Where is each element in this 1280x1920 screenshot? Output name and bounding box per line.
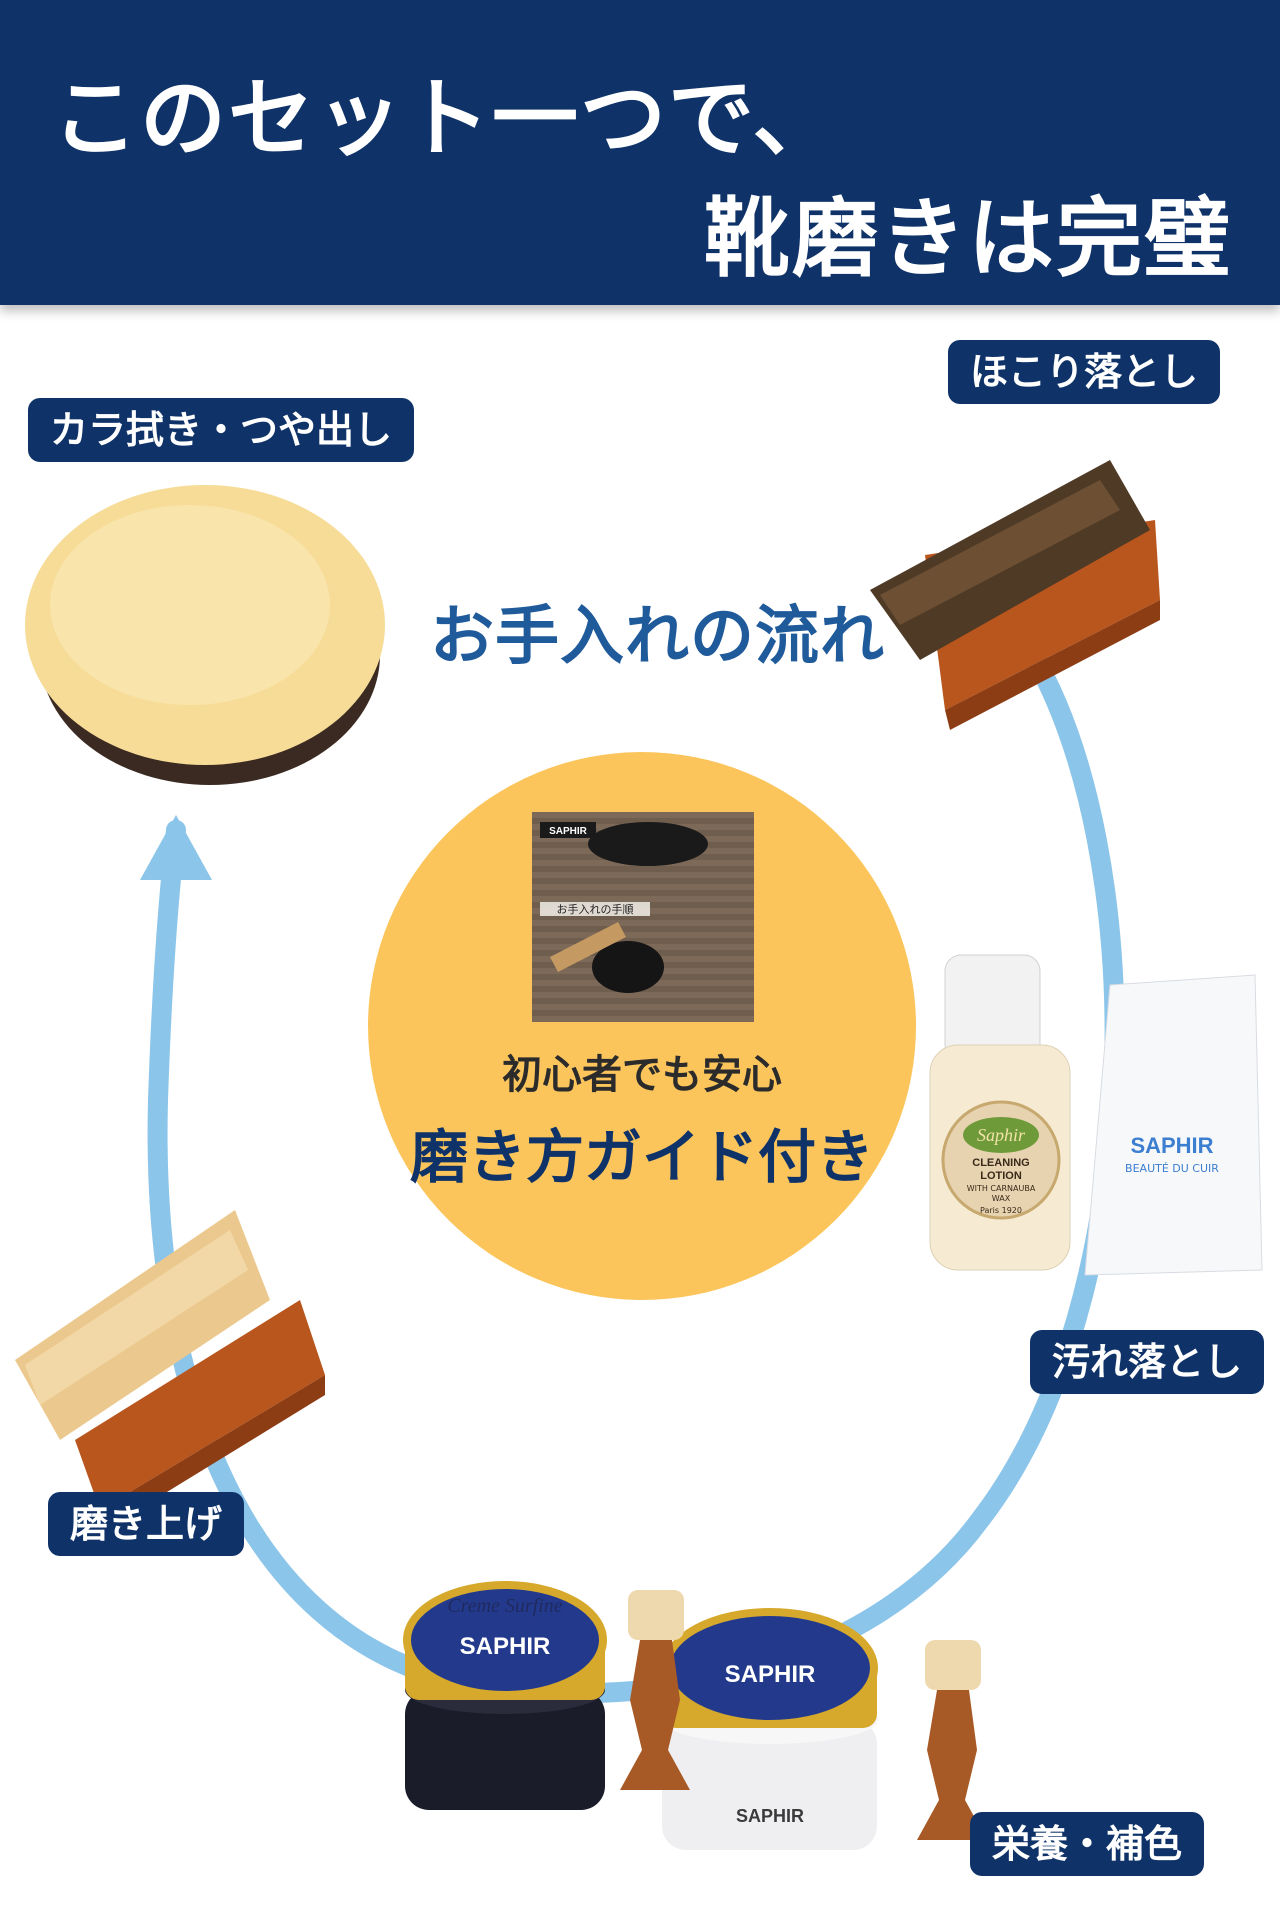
- header-banner: このセット一つで、 靴磨きは完璧: [0, 0, 1280, 305]
- cream-jar-black-image: SAPHIR Creme Surfine: [403, 1581, 607, 1810]
- svg-text:Saphir: Saphir: [977, 1125, 1026, 1145]
- svg-text:SAPHIR: SAPHIR: [1130, 1133, 1213, 1158]
- svg-text:LOTION: LOTION: [980, 1170, 1022, 1182]
- svg-text:BEAUTÉ DU CUIR: BEAUTÉ DU CUIR: [1125, 1162, 1219, 1175]
- step-label-polish: カラ拭き・つや出し: [28, 398, 415, 462]
- svg-text:SAPHIR: SAPHIR: [725, 1661, 816, 1688]
- flow-title: お手入れの流れ: [430, 600, 885, 674]
- polishing-mitt-image: [25, 485, 385, 785]
- flow-arrow-head: [140, 815, 212, 880]
- step-label-clean: 汚れ落とし: [1030, 1330, 1265, 1394]
- cleaning-lotion-image: Saphir CLEANING LOTION WITH CARNAUBA WAX…: [929, 954, 1071, 1271]
- svg-text:WITH CARNAUBA: WITH CARNAUBA: [967, 1184, 1036, 1193]
- svg-text:Paris 1920: Paris 1920: [980, 1206, 1022, 1215]
- svg-text:CLEANING: CLEANING: [972, 1157, 1029, 1169]
- polishing-cloth-image: SAPHIR BEAUTÉ DU CUIR: [1084, 974, 1263, 1276]
- guide-circle: SAPHIR お手入れの手順 初心者でも安心 磨き方ガイド付き: [368, 752, 916, 1300]
- header-title-line2: 靴磨きは完璧: [704, 189, 1232, 289]
- svg-text:WAX: WAX: [992, 1194, 1011, 1203]
- applicator-brush-2-image: [917, 1640, 987, 1840]
- guide-title: 磨き方ガイド付き: [409, 1123, 874, 1191]
- horsehair-brush-image: [870, 460, 1160, 730]
- step-label-dust: ほこり落とし: [948, 340, 1221, 404]
- cream-jar-neutral-image: SAPHIR SAPHIR: [662, 1608, 878, 1850]
- svg-text:SAPHIR: SAPHIR: [460, 1633, 551, 1660]
- step-label-finish: 磨き上げ: [48, 1492, 245, 1556]
- svg-text:Creme Surfine: Creme Surfine: [447, 1595, 562, 1617]
- guide-subtitle: 初心者でも安心: [502, 1052, 782, 1098]
- svg-text:SAPHIR: SAPHIR: [549, 826, 588, 837]
- svg-text:お手入れの手順: お手入れの手順: [557, 902, 634, 916]
- bristle-brush-image: [15, 1210, 325, 1530]
- applicator-brush-1-image: [620, 1590, 690, 1790]
- svg-text:SAPHIR: SAPHIR: [736, 1806, 804, 1826]
- step-label-nourish: 栄養・補色: [970, 1812, 1205, 1876]
- header-title-line1: このセット一つで、: [52, 69, 841, 169]
- guide-booklet-image: SAPHIR お手入れの手順: [532, 812, 754, 1022]
